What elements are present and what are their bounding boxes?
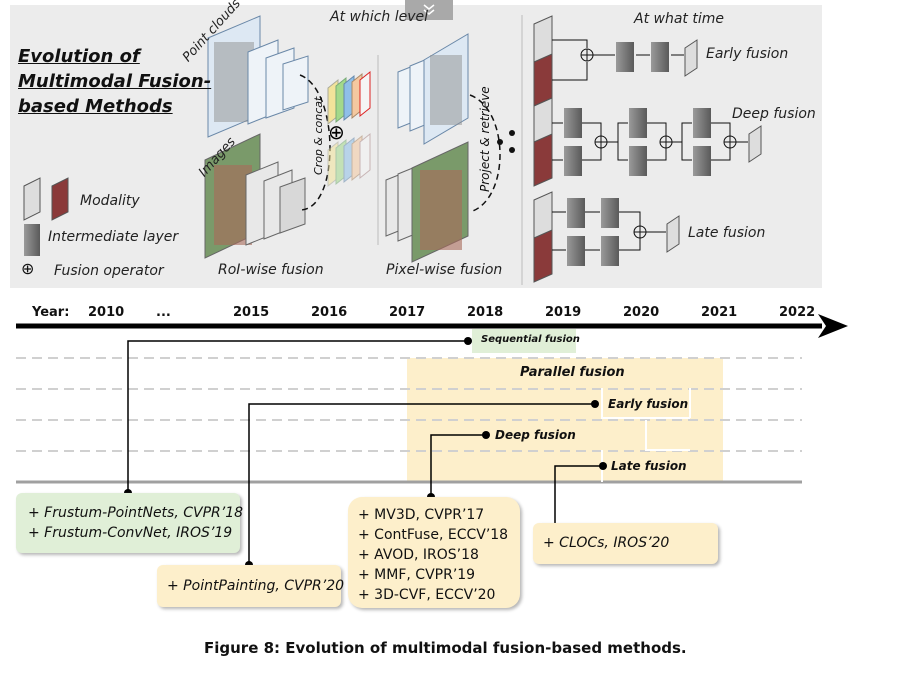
sequential-fusion-tag: Sequential fusion (481, 334, 580, 345)
year-tick: 2016 (311, 305, 348, 320)
year-tick: ... (156, 305, 171, 320)
fusion-operator-icon: ⊕ (328, 120, 345, 144)
panel-title-line: Multimodal Fusion- (18, 71, 212, 92)
method-entry: + AVOD, IROS’18 (358, 547, 479, 563)
sequential-fusion-region (472, 329, 576, 353)
late-fusion-label: Late fusion (688, 225, 766, 241)
clocs-methods-box: + CLOCs, IROS’20 (533, 523, 718, 564)
roi-wise-fusion-label: RoI-wise fusion (218, 262, 324, 278)
timeline-lines (16, 314, 848, 569)
modality-legend-icon (23, 177, 69, 221)
frustum-methods-box: + Frustum-PointNets, CVPR’18 + Frustum-C… (16, 493, 244, 553)
fusion-operator-legend-icon: ⊕ (21, 259, 35, 278)
year-tick: 2022 (779, 305, 816, 320)
pixel-wise-fusion-label: Pixel-wise fusion (386, 262, 503, 278)
method-entry: + PointPainting, CVPR’20 (167, 578, 345, 594)
legend-intermediate-layer: Intermediate layer (48, 229, 179, 245)
concat-features-top (327, 70, 371, 126)
deep-fusion-label: Deep fusion (732, 106, 816, 122)
method-entry: + Frustum-ConvNet, IROS’19 (28, 525, 233, 541)
double-chevron-down-icon (423, 4, 435, 15)
intermediate-layer-legend-icon (24, 224, 40, 256)
deep-fusion-diagram (533, 97, 762, 187)
method-entry: + Frustum-PointNets, CVPR’18 (28, 505, 244, 521)
late-fusion-diagram (533, 191, 680, 283)
roi-point-cloud-stack (207, 15, 309, 138)
early-fusion-tag: Early fusion (608, 397, 689, 411)
year-tick: 2019 (545, 305, 582, 320)
early-fusion-label: Early fusion (706, 46, 789, 62)
legend-modality: Modality (80, 193, 140, 209)
at-what-time-label: At what time (634, 11, 724, 27)
method-entry: + 3D-CVF, ECCV’20 (358, 587, 496, 603)
method-entry: + MV3D, CVPR’17 (358, 507, 485, 523)
pixel-point-cloud-stack (397, 33, 469, 145)
concat-features-bottom (327, 132, 371, 188)
panel-title: Evolution of Multimodal Fusion- based Me… (18, 44, 211, 119)
legend-fusion-operator: Fusion operator (54, 263, 164, 279)
year-tick: 2020 (623, 305, 660, 320)
method-entry: + CLOCs, IROS’20 (543, 535, 670, 551)
deep-fusion-tag: Deep fusion (495, 428, 576, 442)
year-tick: 2018 (467, 305, 504, 320)
crop-concat-label: Crop & concat (312, 96, 325, 175)
at-which-level-label: At which level (330, 9, 429, 25)
parallel-fusion-tag: Parallel fusion (520, 365, 625, 380)
year-axis-label: Year: (32, 305, 70, 320)
year-tick: 2017 (389, 305, 426, 320)
panel-title-line: based Methods (18, 96, 173, 117)
deep-fusion-methods-box: + MV3D, CVPR’17 + ContFuse, ECCV’18 + AV… (348, 497, 520, 608)
panel-title-line: Evolution of (18, 46, 140, 67)
pointpainting-methods-box: + PointPainting, CVPR’20 (157, 565, 345, 607)
project-retrieve-label: Project & retrieve (478, 86, 492, 192)
method-entry: + ContFuse, ECCV’18 (358, 527, 509, 543)
roi-image-stack (204, 133, 306, 259)
early-fusion-diagram (533, 15, 698, 107)
collapse-toggle-button[interactable] (405, 0, 453, 20)
method-entry: + MMF, CVPR’19 (358, 567, 476, 583)
figure-caption: Figure 8: Evolution of multimodal fusion… (204, 639, 687, 657)
pixel-image-stack (385, 141, 469, 263)
late-fusion-tag: Late fusion (611, 459, 687, 473)
year-tick: 2021 (701, 305, 738, 320)
year-tick: 2015 (233, 305, 270, 320)
fusion-illustrations: ⊕ (23, 15, 762, 285)
year-tick: 2010 (88, 305, 125, 320)
